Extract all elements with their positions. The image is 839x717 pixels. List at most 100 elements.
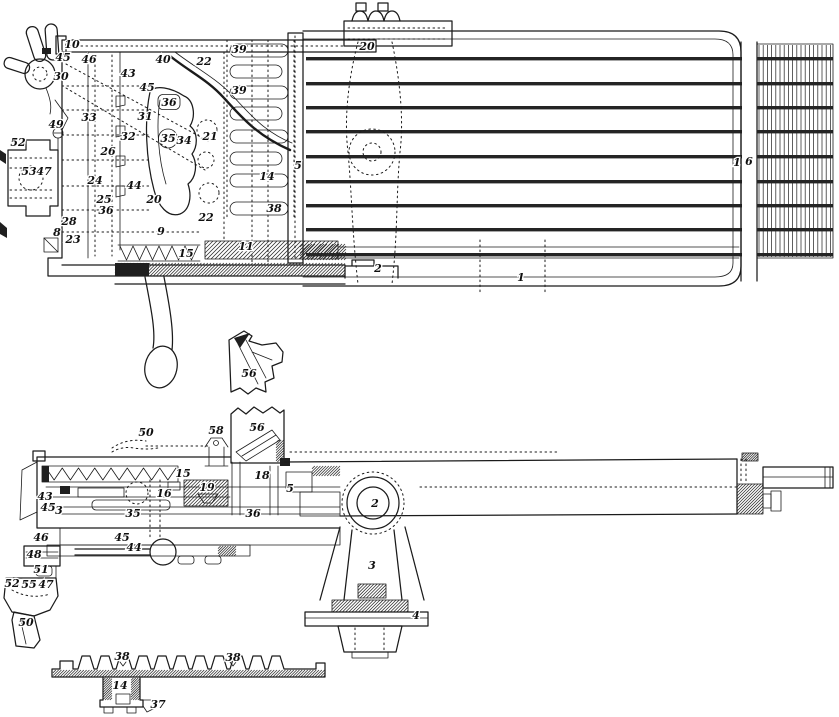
mount-base — [304, 611, 429, 627]
part-label-22: 22 — [195, 55, 212, 68]
cooling-rib — [757, 228, 833, 232]
grip-assembly — [3, 545, 61, 649]
part-label-47: 47 — [38, 578, 54, 591]
part-label-36: 36 — [245, 507, 261, 520]
part-label-56: 56 — [241, 367, 257, 380]
part-label-5: 5 — [286, 482, 294, 495]
trunnion-bracket — [344, 259, 399, 279]
trigger-frame — [46, 527, 341, 566]
cooling-rib — [757, 253, 833, 257]
part-label-18: 18 — [254, 469, 270, 482]
feed-wedge — [230, 406, 290, 466]
part-label-35: 35 — [125, 507, 140, 520]
strap-50-hidden — [111, 439, 211, 453]
part-label-28: 28 — [60, 215, 77, 228]
receiver — [19, 450, 341, 541]
part-label-44: 44 — [126, 179, 141, 192]
part-label-3: 3 — [55, 504, 63, 517]
part-label-9: 9 — [157, 225, 165, 238]
receiver-top-plate — [61, 39, 377, 53]
part-label-31: 31 — [137, 110, 152, 123]
cooling-rib — [306, 228, 742, 232]
part-label-36: 36 — [98, 204, 114, 217]
jacket-ribs — [306, 57, 742, 257]
part-label-48: 48 — [26, 548, 42, 561]
rear-bracket — [0, 139, 59, 253]
jacket-end-band — [740, 41, 758, 282]
part-label-14: 14 — [112, 679, 127, 692]
part-label-52: 52 — [10, 136, 26, 149]
part-label-35: 35 — [160, 132, 175, 145]
crank-handle — [3, 23, 69, 131]
part-label-10: 10 — [64, 38, 80, 51]
cooling-rib — [757, 130, 833, 134]
part-label-58: 58 — [208, 424, 224, 437]
part-label-53: 53 — [21, 165, 37, 178]
breech-lock — [145, 87, 197, 216]
part-label-45: 45 — [139, 81, 154, 94]
part-label-21: 21 — [201, 130, 217, 143]
fin-strip-bar — [51, 655, 326, 678]
part-label-23: 23 — [64, 233, 81, 246]
cooling-rib — [306, 253, 742, 257]
lock-cam-curve — [168, 54, 292, 152]
charging-knob — [149, 538, 177, 566]
part-label-5: 5 — [294, 159, 302, 172]
part-label-3: 3 — [368, 559, 376, 572]
pedestal-mount — [304, 471, 429, 659]
cartridge-column — [226, 39, 295, 221]
cooling-rib — [757, 180, 833, 184]
cooling-rib — [757, 155, 833, 159]
part-label-20: 20 — [358, 40, 375, 53]
trunnion — [346, 476, 400, 530]
part-label-11: 11 — [238, 240, 253, 253]
cooling-rib — [306, 106, 742, 110]
part-label-4: 4 — [412, 609, 420, 622]
part-label-55: 55 — [21, 578, 36, 591]
part-label-37: 37 — [150, 698, 166, 711]
cooling-rib — [306, 180, 742, 184]
part-label-43: 43 — [120, 67, 136, 80]
part-label-43: 43 — [37, 490, 53, 503]
part-label-50: 50 — [138, 426, 154, 439]
strip-stem — [99, 677, 157, 714]
side-elevation-view: 5058561519181635365434534645444851525547… — [3, 406, 834, 659]
cooling-rib — [757, 57, 833, 61]
cooling-rib — [757, 106, 833, 110]
actuating-lever — [144, 276, 178, 389]
part-label-38: 38 — [266, 202, 282, 215]
cooling-rib — [306, 204, 742, 208]
part-label-26: 26 — [99, 145, 116, 158]
recoil-spring — [45, 467, 177, 481]
part-label-24: 24 — [86, 174, 102, 187]
part-label-20: 20 — [145, 193, 162, 206]
part-label-15: 15 — [175, 467, 190, 480]
part-label-6: 6 — [745, 155, 753, 168]
part-label-38: 38 — [114, 650, 130, 663]
feed-slide — [204, 240, 339, 260]
water-jacket-outline — [302, 30, 742, 287]
label-box — [157, 94, 181, 110]
part-label-56: 56 — [249, 421, 265, 434]
part-label-1: 1 — [733, 156, 741, 169]
part-label-15: 15 — [178, 247, 193, 260]
part-label-32: 32 — [120, 130, 136, 143]
part-label-2: 2 — [373, 262, 382, 275]
part-label-25: 25 — [95, 193, 111, 206]
part-label-16: 16 — [156, 487, 172, 500]
part-label-14: 14 — [259, 170, 274, 183]
part-label-39: 39 — [231, 43, 247, 56]
mainspring — [119, 245, 199, 261]
part-label-2: 2 — [370, 497, 379, 510]
cooling-rib — [306, 130, 742, 134]
part-label-45: 45 — [114, 531, 129, 544]
cooling-rib — [757, 82, 833, 86]
part-label-46: 46 — [33, 531, 49, 544]
part-label-46: 46 — [81, 53, 97, 66]
part-label-8: 8 — [53, 226, 61, 239]
part-label-47: 47 — [36, 165, 52, 178]
part-label-19: 19 — [199, 481, 215, 494]
part-label-45: 45 — [55, 51, 70, 64]
